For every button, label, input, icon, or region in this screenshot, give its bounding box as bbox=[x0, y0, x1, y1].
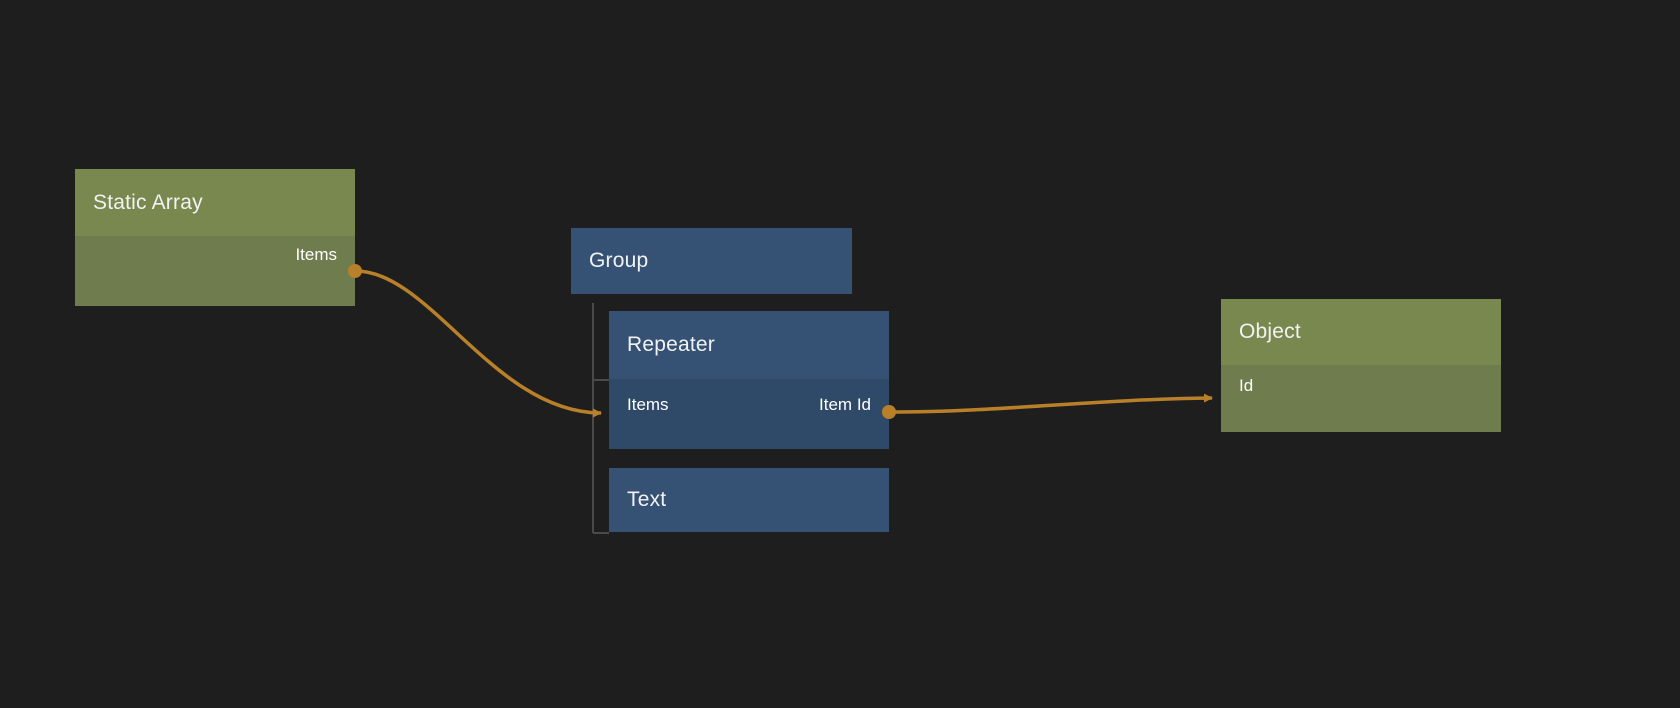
wire-static-array-to-repeater bbox=[355, 269, 602, 418]
node-text-title: Text bbox=[627, 488, 667, 511]
node-text-header[interactable]: Text bbox=[609, 468, 889, 532]
node-group-title: Group bbox=[589, 249, 649, 272]
node-object-port-id[interactable]: Id bbox=[1221, 365, 1501, 407]
node-static-array[interactable]: Static Array Items bbox=[75, 169, 355, 306]
node-repeater[interactable]: Repeater Items Item Id bbox=[609, 311, 889, 449]
node-repeater-header[interactable]: Repeater bbox=[609, 311, 889, 379]
node-group-header[interactable]: Group bbox=[571, 228, 852, 294]
node-static-array-title: Static Array bbox=[93, 190, 203, 214]
node-static-array-port-items[interactable]: Items bbox=[75, 236, 355, 274]
node-repeater-port-row[interactable]: Items Item Id bbox=[609, 379, 889, 431]
output-port-static-array-items[interactable] bbox=[348, 264, 362, 278]
node-text[interactable]: Text bbox=[609, 468, 889, 532]
node-repeater-title: Repeater bbox=[627, 333, 715, 356]
node-static-array-header[interactable]: Static Array bbox=[75, 169, 355, 236]
node-object-header[interactable]: Object bbox=[1221, 299, 1501, 365]
output-port-repeater-item-id[interactable] bbox=[882, 405, 896, 419]
wire-repeater-to-object bbox=[889, 393, 1213, 414]
node-object-filler bbox=[1221, 407, 1501, 432]
node-object-title: Object bbox=[1239, 320, 1301, 343]
node-group[interactable]: Group bbox=[571, 228, 852, 294]
port-label-items: Items bbox=[627, 395, 669, 414]
node-repeater-filler bbox=[609, 431, 889, 449]
node-static-array-filler bbox=[75, 274, 355, 306]
port-label-id: Id bbox=[1239, 376, 1254, 395]
port-label-item-id: Item Id bbox=[819, 395, 871, 414]
group-tree-connector bbox=[592, 303, 609, 534]
node-object[interactable]: Object Id bbox=[1221, 299, 1501, 432]
port-label-items: Items bbox=[295, 245, 337, 264]
